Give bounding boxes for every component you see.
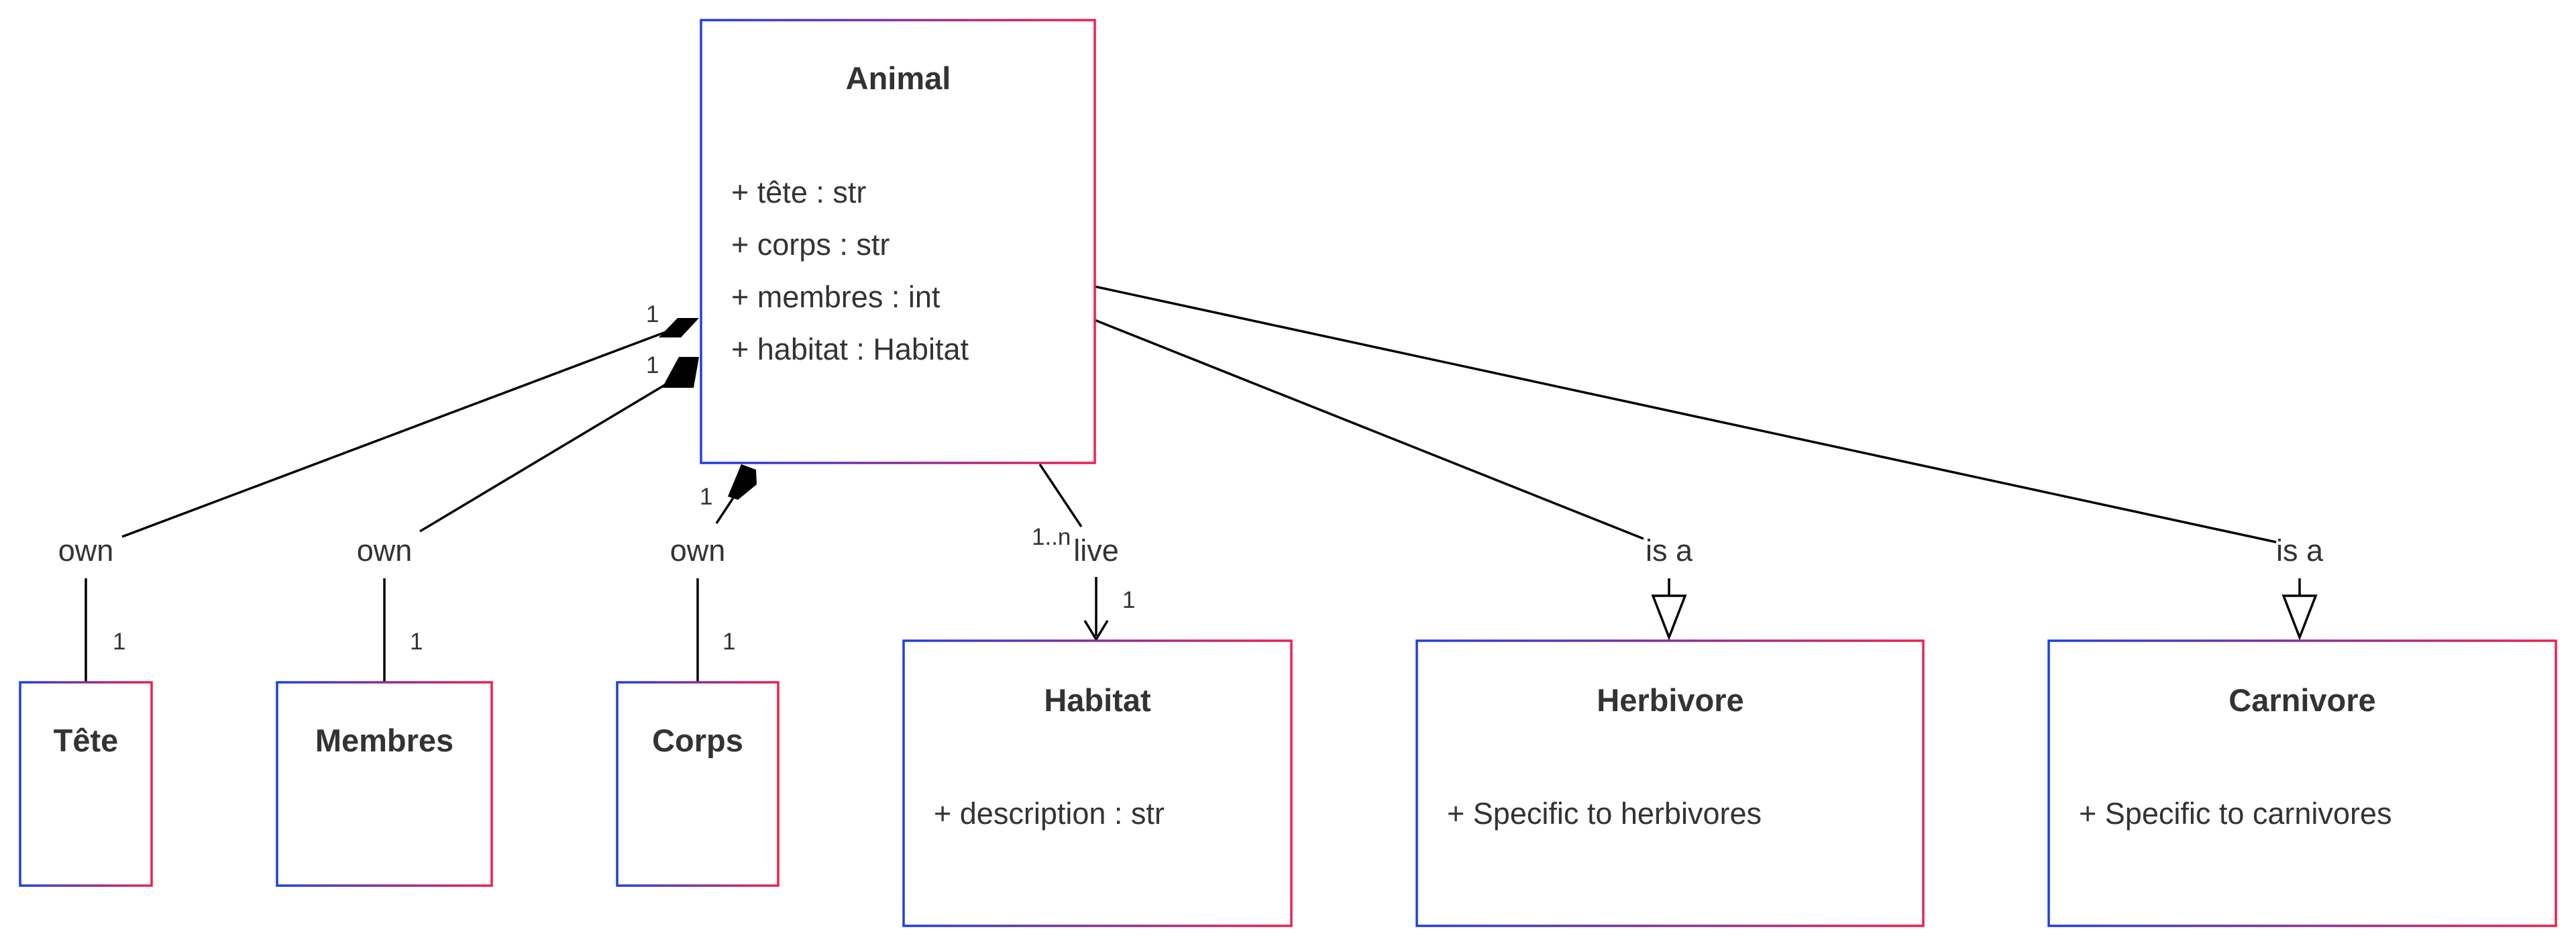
source-multiplicity: 1 xyxy=(700,484,712,510)
relation-label: own xyxy=(58,533,114,568)
class-animal[interactable]: Animal + tête : str + corps : str + memb… xyxy=(700,19,1096,464)
class-attribute: + Specific to herbivores xyxy=(1447,796,1762,831)
source-multiplicity: 1 xyxy=(646,352,659,378)
class-box xyxy=(2047,639,2557,927)
class-habitat[interactable]: Habitat + description : str xyxy=(902,639,1293,927)
class-attribute: + description : str xyxy=(934,796,1165,831)
class-name: Membres xyxy=(315,723,453,758)
class-attribute: + Specific to carnivores xyxy=(2079,796,2392,831)
relation-label: own xyxy=(670,533,726,568)
relation-membres: 1 1 own xyxy=(357,352,699,682)
class-attribute: + tête : str xyxy=(731,175,866,209)
relation-line xyxy=(419,382,667,533)
relation-line xyxy=(121,331,666,538)
class-name: Carnivore xyxy=(2229,682,2375,718)
composition-diamond-icon xyxy=(662,357,699,388)
source-multiplicity: 1..n xyxy=(1032,524,1071,550)
class-box xyxy=(276,681,493,887)
relation-label: own xyxy=(357,533,413,568)
class-box xyxy=(616,681,780,887)
relation-line xyxy=(1038,464,1083,527)
target-multiplicity: 1 xyxy=(410,629,423,655)
class-name: Habitat xyxy=(1044,682,1151,718)
navigation-arrow-icon xyxy=(1083,620,1109,642)
relation-carnivore: is a xyxy=(1094,285,2324,641)
relation-habitat: 1..n 1 live xyxy=(1032,464,1135,642)
class-attribute: + corps : str xyxy=(731,227,890,262)
relation-line xyxy=(715,497,735,524)
class-membres[interactable]: Membres xyxy=(276,681,493,887)
relation-tete: 1 1 own xyxy=(58,301,699,682)
class-box xyxy=(19,681,153,887)
class-name: Herbivore xyxy=(1597,682,1743,718)
composition-diamond-icon xyxy=(659,318,699,337)
class-herbivore[interactable]: Herbivore + Specific to herbivores xyxy=(1415,639,1925,927)
generalization-triangle-icon xyxy=(2282,594,2318,641)
class-name: Tête xyxy=(54,723,119,758)
class-box xyxy=(700,19,1096,464)
class-box xyxy=(1415,639,1925,927)
class-box xyxy=(902,639,1293,927)
target-multiplicity: 1 xyxy=(113,629,125,655)
relation-line xyxy=(1094,319,1644,540)
relation-label: live xyxy=(1073,533,1119,568)
source-multiplicity: 1 xyxy=(646,301,659,327)
class-attribute: + membres : int xyxy=(731,280,941,314)
class-attribute: + habitat : Habitat xyxy=(731,332,969,366)
class-corps[interactable]: Corps xyxy=(616,681,780,887)
target-multiplicity: 1 xyxy=(722,629,735,655)
relation-line xyxy=(1094,285,2277,543)
generalization-triangle-icon xyxy=(1651,594,1687,641)
class-name: Corps xyxy=(652,723,743,758)
relation-label: is a xyxy=(1646,533,1693,568)
target-multiplicity: 1 xyxy=(1122,587,1135,613)
relation-corps: 1 1 own xyxy=(670,464,757,682)
relation-label: is a xyxy=(2276,533,2324,568)
class-tete[interactable]: Tête xyxy=(19,681,153,887)
relation-herbivore: is a xyxy=(1094,319,1693,641)
class-carnivore[interactable]: Carnivore + Specific to carnivores xyxy=(2047,639,2557,927)
composition-diamond-icon xyxy=(728,464,757,500)
class-name: Animal xyxy=(846,60,951,96)
